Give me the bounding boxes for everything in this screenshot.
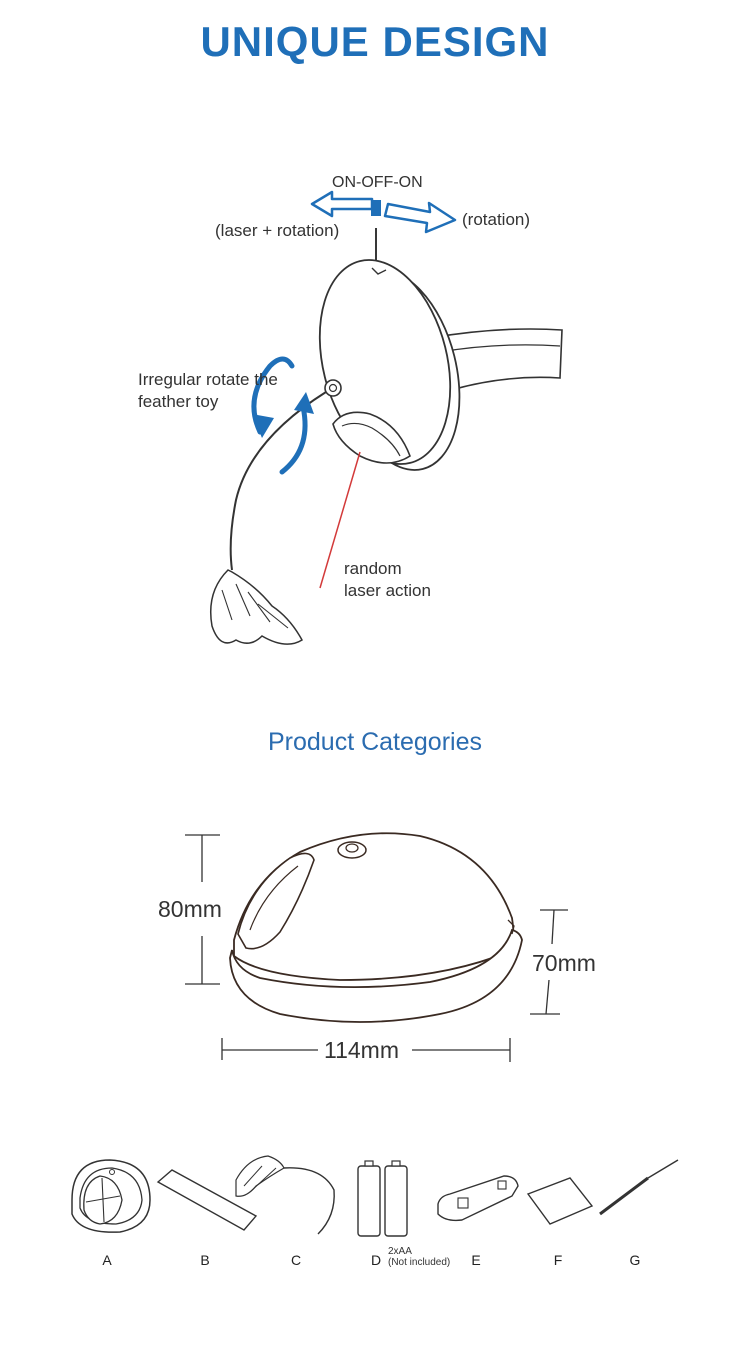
right-arrow-icon	[383, 201, 457, 234]
side-height-label: 70mm	[532, 950, 596, 976]
part-b-icon	[156, 1169, 258, 1231]
part-g-icon	[599, 1159, 679, 1216]
switch-label: ON-OFF-ON	[332, 174, 423, 191]
laser-line	[319, 451, 361, 589]
page-title: UNIQUE DESIGN	[200, 18, 550, 65]
height-label: 80mm	[158, 896, 222, 922]
switch-knob	[371, 200, 381, 216]
width-label: 114mm	[324, 1037, 399, 1063]
part-c-label: C	[290, 1252, 302, 1268]
part-a-icon	[71, 1159, 151, 1233]
part-f-label: F	[553, 1252, 563, 1268]
rotate-arrow-icon	[251, 356, 295, 435]
part-a-label: A	[102, 1252, 112, 1268]
part-d-note: 2xAA (Not included)	[388, 1246, 451, 1268]
categories-title: Product Categories	[267, 728, 482, 756]
part-b-label: B	[200, 1252, 210, 1268]
feather-label: Irregular rotate the feather toy	[138, 370, 278, 411]
part-d-icon	[357, 1160, 408, 1237]
right-mode-label: (rotation)	[462, 210, 531, 229]
part-g-label: G	[629, 1252, 641, 1268]
laser-label: random laser action	[344, 559, 431, 600]
left-arrow-icon	[310, 190, 374, 218]
left-mode-label: (laser + rotation)	[215, 221, 340, 240]
part-d-label: D	[370, 1252, 382, 1268]
part-f-icon	[526, 1177, 594, 1225]
part-e-icon	[437, 1175, 519, 1222]
part-c-icon	[235, 1155, 335, 1235]
product-diagram	[210, 190, 563, 645]
part-e-label: E	[471, 1252, 481, 1268]
